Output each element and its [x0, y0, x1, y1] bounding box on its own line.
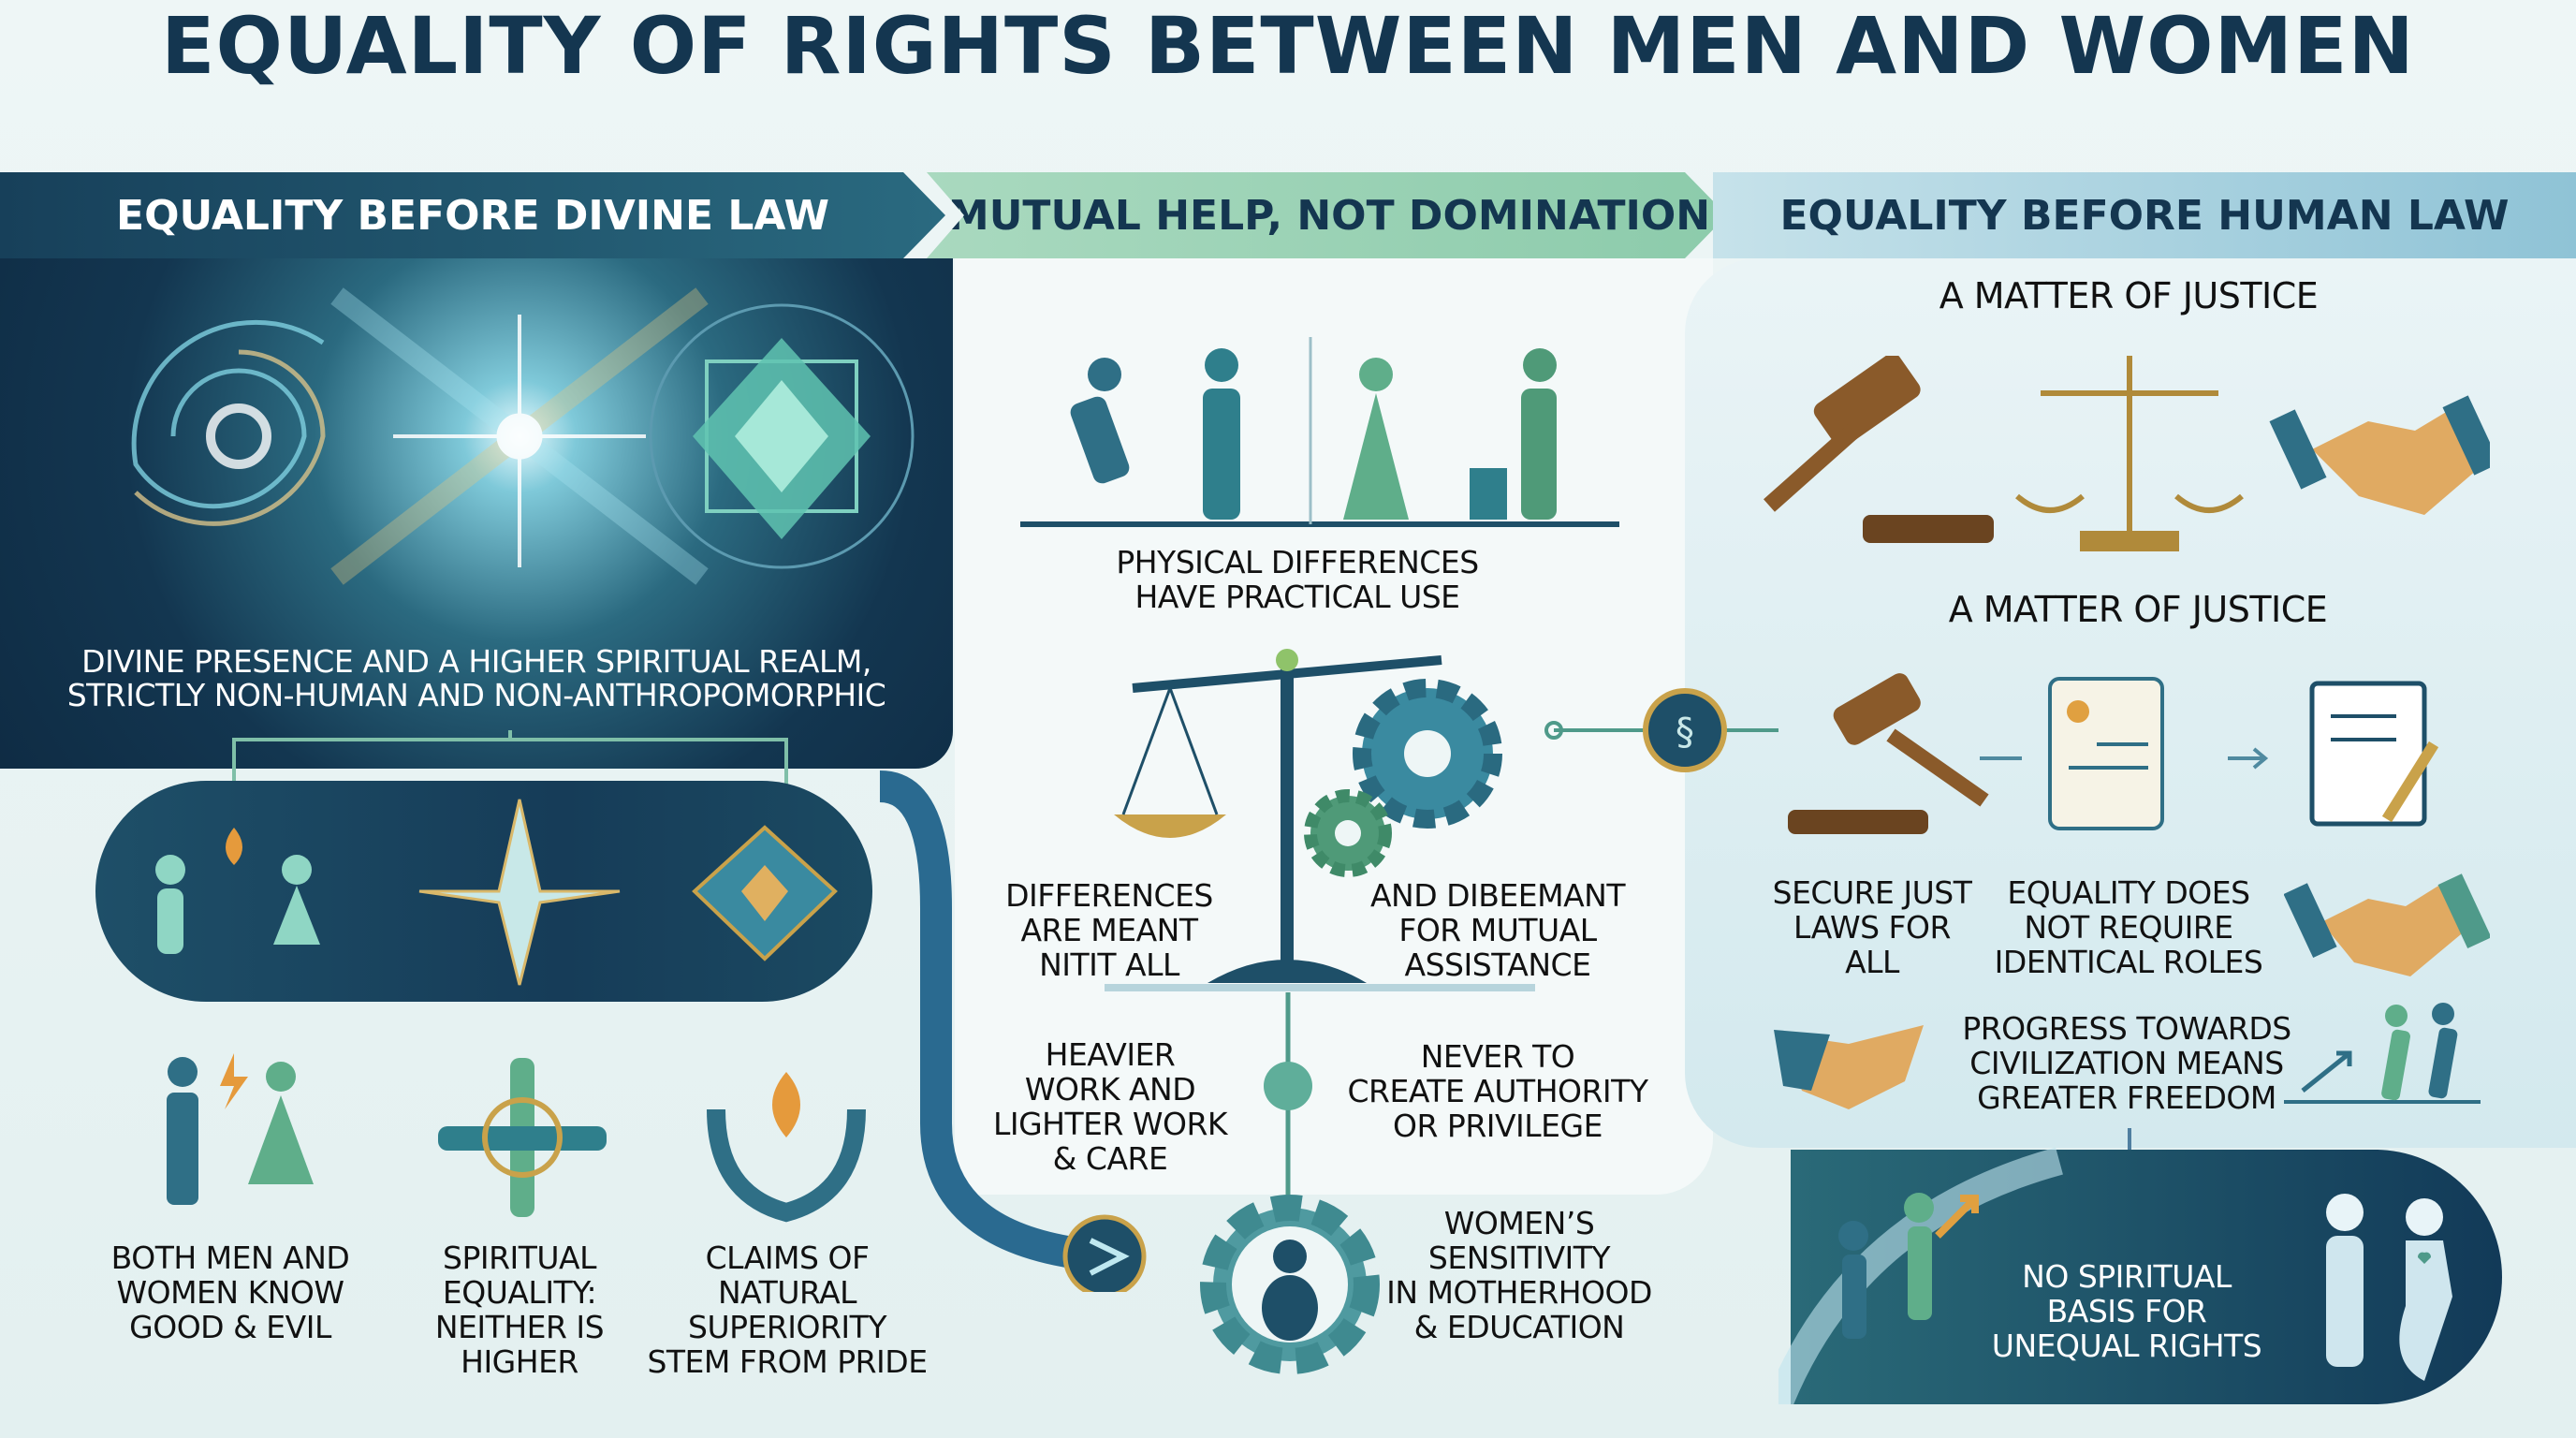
header-divine-law: EQUALITY BEFORE DIVINE LAW	[0, 172, 945, 258]
workers-illustration	[1020, 337, 1619, 527]
handshake-icon	[2284, 873, 2490, 976]
divine-caption-line1: DIVINE PRESENCE AND A HIGHER SPIRITUAL R…	[81, 643, 871, 680]
connector-line	[1264, 992, 1312, 1208]
spiritual-symbols	[155, 799, 838, 986]
flame-hands-icon	[707, 1072, 866, 1223]
flow-arrow	[880, 770, 1147, 1292]
spiritual-symbols-pill	[95, 781, 872, 1002]
svg-text:§: §	[1676, 711, 1694, 754]
justice-icons-row	[1764, 356, 2490, 551]
two-people-flame-icon	[155, 828, 320, 954]
spiritual-man-woman-icon	[2326, 1194, 2452, 1381]
worker-with-tool-icon	[1203, 348, 1240, 520]
scroll-document-icon	[2048, 677, 2164, 830]
worker-shoveling-icon	[1070, 358, 1130, 484]
spiritual-cross-icon	[438, 1058, 607, 1217]
balance-scale-gears-icon	[1105, 649, 1535, 991]
woman-with-pickaxe-icon	[1343, 358, 1409, 520]
divine-caption-line2: STRICTLY NON-HUMAN AND NON-ANTHROPOMORPH…	[66, 677, 886, 713]
page-title: EQUALITY OF RIGHTS BETWEEN MEN AND WOMEN	[161, 0, 2415, 92]
header-mutual-help: MUTUAL HELP, NOT DOMINATION	[927, 172, 1727, 258]
header-human-law: EQUALITY BEFORE HUMAN LAW	[1713, 172, 2576, 258]
spiral-galaxy-icon	[131, 319, 326, 526]
gavel-icon	[1788, 673, 1989, 834]
bottom-left-icons	[167, 1053, 866, 1223]
heading-matter-of-justice-1: A MATTER OF JUSTICE	[1939, 275, 2319, 316]
signed-document-icon	[2309, 681, 2439, 827]
bracket-connector	[232, 730, 788, 785]
mother-child-gear-icon	[1200, 1195, 1380, 1374]
woman-watering-icon	[1470, 348, 1557, 520]
diamond-gem-icon	[692, 825, 838, 961]
legal-process-icons	[1788, 673, 2439, 834]
cosmic-illustration	[131, 287, 915, 585]
heading-matter-of-justice-2: A MATTER OF JUSTICE	[1948, 589, 2328, 630]
handshake-icon	[2269, 395, 2490, 515]
divine-presence-panel: DIVINE PRESENCE AND A HIGHER SPIRITUAL R…	[0, 258, 953, 769]
crystal-diamond-icon	[649, 303, 915, 569]
man-woman-lightning-icon	[167, 1053, 314, 1205]
four-point-star-icon	[418, 799, 621, 986]
gavel-icon	[1764, 356, 1994, 543]
balance-scale-icon	[2015, 356, 2244, 551]
light-burst-icon	[330, 287, 709, 585]
people-walking-forward-icon	[2284, 1003, 2481, 1104]
justice-medallion-icon: §	[1544, 688, 1778, 772]
clasped-hands-icon	[1774, 1025, 1924, 1109]
people-climbing-wave-icon	[1778, 1147, 2063, 1404]
